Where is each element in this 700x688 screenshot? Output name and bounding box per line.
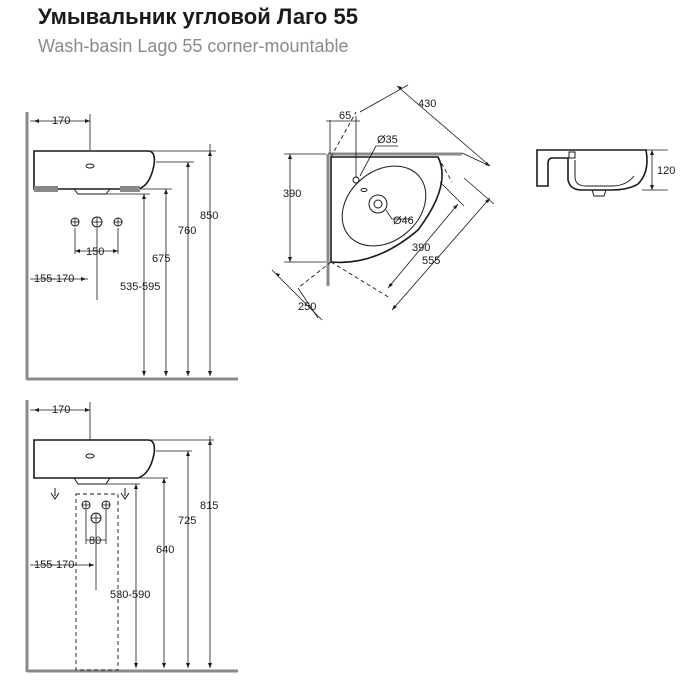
dim-815: 815 [200,500,218,512]
side-view-bottom: 170 80 155-170 530-590 640 725 [25,400,238,673]
dim-725: 725 [178,515,196,527]
dim-535-595: 535-595 [120,281,160,293]
arrow-down-icon [50,488,60,500]
drain-outline [73,477,111,485]
dim-390-right: 390 [412,242,430,254]
overflow-hole [360,188,368,192]
side-view-top: 170 150 155-170 535-595 675 760 850 [25,112,238,381]
drain-icon [368,194,388,214]
dim-170: 170 [52,404,70,416]
section-view: 120 [536,149,675,197]
dim-430: 430 [418,98,436,110]
dim-155-170: 155-170 [34,273,74,285]
dim-d35: Ø35 [377,134,398,146]
page-title: Умывальник угловой Лаго 55 [38,4,358,29]
basin-side-outline [33,150,156,190]
dim-850: 850 [200,210,218,222]
dim-80: 80 [89,535,101,547]
basin-section-outline [536,149,648,191]
dim-530-590: 530-590 [110,589,150,601]
overflow-hole [85,163,95,169]
wall-bracket [120,186,140,192]
plan-view: 65 Ø35 430 390 Ø46 390 555 250 [271,84,495,321]
dim-250: 250 [298,301,316,313]
arrow-down-icon [120,488,130,500]
basin-side-outline [33,439,156,479]
pedestal-outline [75,493,119,671]
dim-150: 150 [86,246,104,258]
overflow-hole [85,453,95,459]
dim-675: 675 [152,253,170,265]
dim-170: 170 [52,115,70,127]
wall-bracket [34,186,58,192]
basin-plan-outline [330,156,443,264]
page-subtitle: Wash-basin Lago 55 corner-mountable [38,36,349,56]
dim-65: 65 [339,110,351,122]
dim-555: 555 [422,255,440,267]
basin-bowl [341,165,427,247]
dim-640: 640 [156,544,174,556]
dim-155-170: 155-170 [34,559,74,571]
drain-outline [73,188,111,195]
dim-390-left: 390 [283,188,301,200]
dim-760: 760 [178,225,196,237]
dim-d46: Ø46 [393,215,414,227]
dim-120: 120 [657,165,675,177]
